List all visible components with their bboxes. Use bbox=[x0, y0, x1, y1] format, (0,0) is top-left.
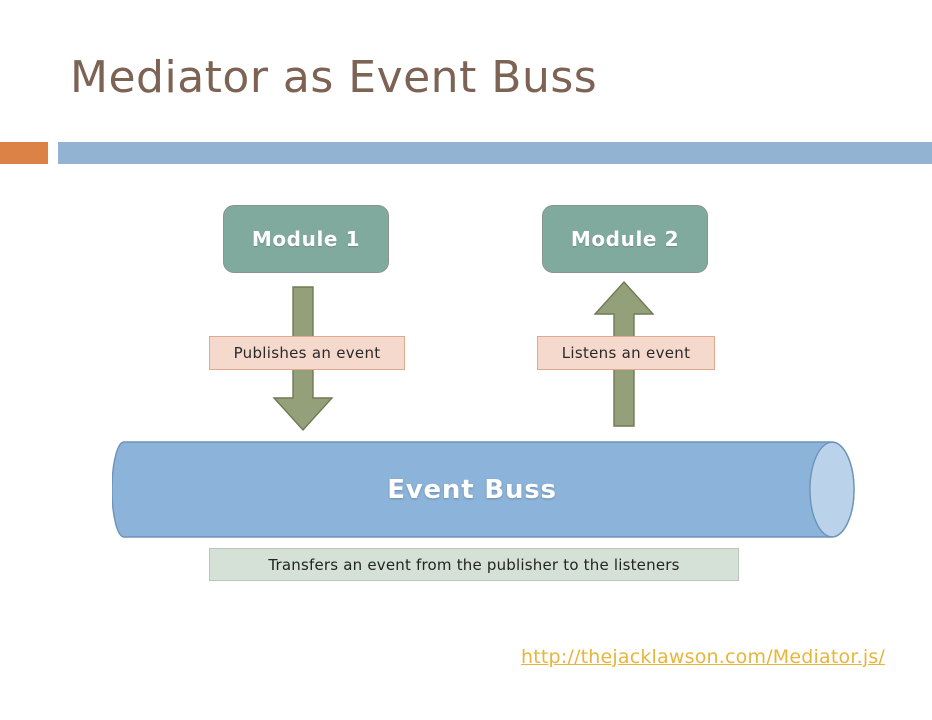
module-2-label: Module 2 bbox=[570, 227, 680, 251]
event-bus-cylinder[interactable] bbox=[112, 441, 856, 538]
bus-caption-label: Transfers an event from the publisher to… bbox=[209, 548, 739, 581]
divider-accent-block bbox=[0, 142, 48, 164]
divider-bar bbox=[58, 142, 932, 164]
publishes-event-text: Publishes an event bbox=[233, 344, 381, 362]
source-link[interactable]: http://thejacklawson.com/Mediator.js/ bbox=[521, 646, 886, 668]
module-1-label: Module 1 bbox=[251, 227, 361, 251]
page-title: Mediator as Event Buss bbox=[70, 52, 598, 103]
bus-caption-text: Transfers an event from the publisher to… bbox=[268, 555, 680, 574]
listens-event-label: Listens an event bbox=[537, 336, 715, 370]
listens-event-text: Listens an event bbox=[561, 344, 691, 362]
module-2-node[interactable]: Module 2 bbox=[542, 205, 708, 273]
publishes-event-label: Publishes an event bbox=[209, 336, 405, 370]
module-1-node[interactable]: Module 1 bbox=[223, 205, 389, 273]
